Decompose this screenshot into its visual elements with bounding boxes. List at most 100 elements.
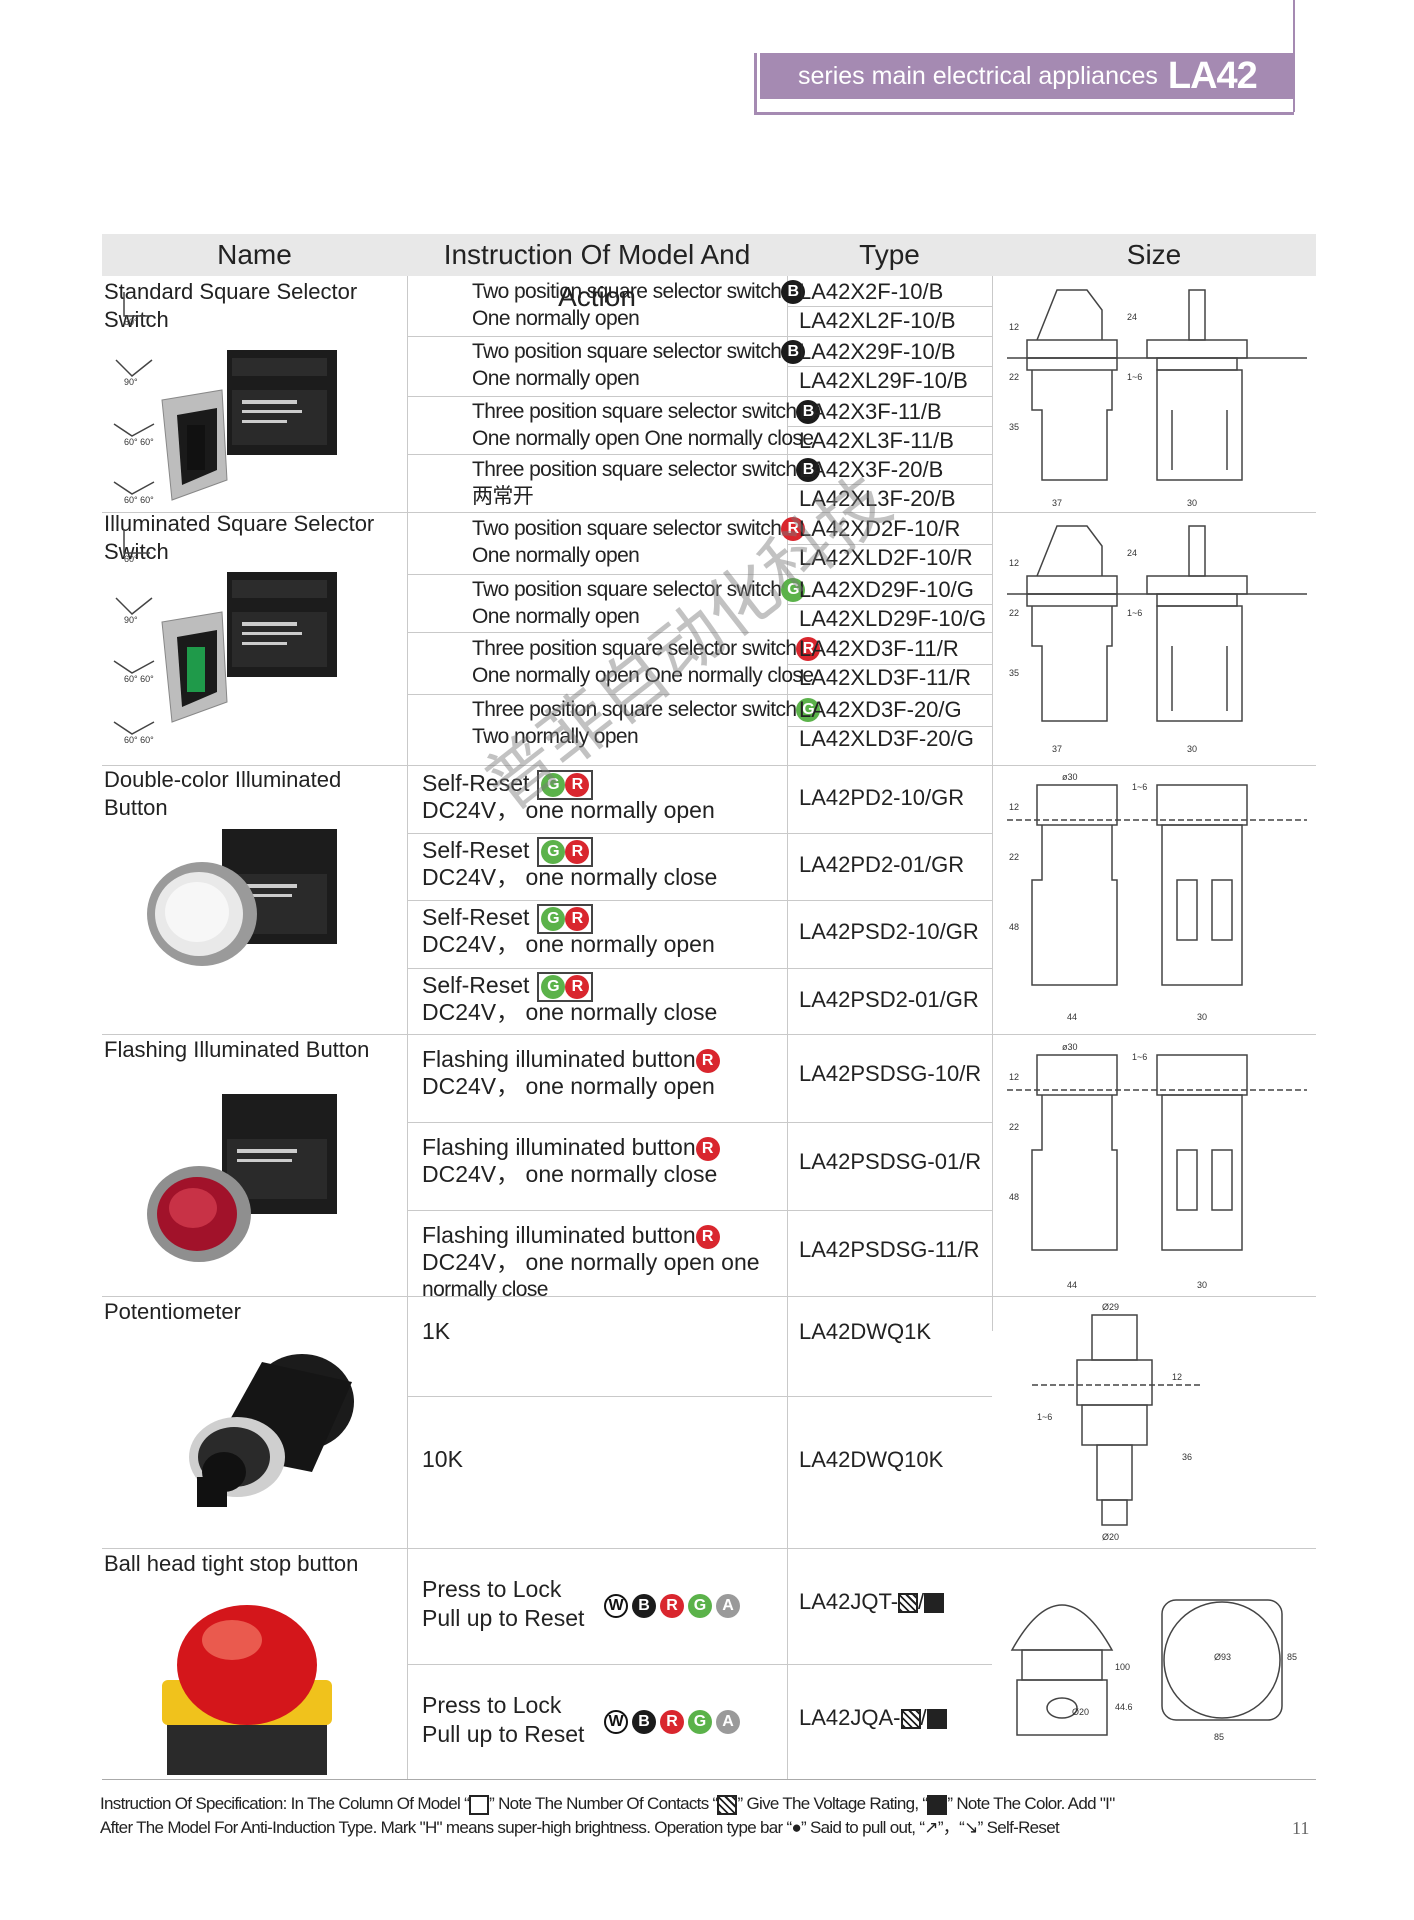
type-code: LA42XD3F-20/G	[799, 697, 962, 722]
dimension-drawing-potentiometer: Ø29 12 1~6 36 Ø20	[1032, 1302, 1202, 1542]
footer-line2b: Said to pull out,	[810, 1818, 916, 1837]
type-code: LA42XD2F-10/R	[799, 516, 961, 541]
header-size: Size	[1126, 239, 1182, 270]
dim-48: 48	[1009, 1192, 1019, 1202]
type-code: LA42XLD3F-11/R	[799, 665, 972, 690]
svg-text:60° 60°: 60° 60°	[124, 674, 154, 683]
action-angle-icon: 60° 60°	[110, 704, 162, 745]
banner-frame	[754, 53, 1294, 115]
badge-a-icon: A	[716, 1710, 740, 1735]
type-divider	[787, 484, 992, 485]
instruction-subline: One normally open	[472, 367, 640, 390]
type-code: LA42JQA-/	[799, 1704, 947, 1732]
instruction-text: Three position square selector switch	[472, 698, 797, 721]
dim-35: 35	[1009, 668, 1019, 678]
instruction-text: Three position square selector switch	[472, 637, 797, 660]
specification-footer: Instruction Of Specification: In The Col…	[100, 1794, 1115, 1837]
type-code: LA42PSD2-01/GR	[799, 987, 979, 1012]
product-image-ball-head-button	[162, 1605, 332, 1775]
row-divider	[407, 454, 992, 455]
instruction-text: 1K	[422, 1318, 451, 1344]
type-divider	[787, 726, 992, 727]
instruction-text: Press to Lock	[422, 1692, 562, 1718]
instruction-subline: DC24V， one normally open	[422, 797, 715, 823]
type-code: LA42XLD2F-10/R	[799, 545, 973, 570]
type-code: LA42XL2F-10/B	[799, 308, 956, 333]
dim-30: 30	[1197, 1280, 1207, 1290]
type-code: LA42XL3F-20/B	[799, 486, 956, 511]
dim-22: 22	[1009, 372, 1019, 382]
badge-g-icon: G	[688, 1710, 712, 1735]
dimension-drawing-double-color: ø30 44 30 48 22 12 1~6	[1007, 772, 1307, 1022]
dim-36: 36	[1182, 1452, 1192, 1462]
instruction-text: Self-Reset	[422, 904, 530, 931]
action-angle-icon: 60° 60°	[110, 643, 162, 684]
svg-text:90°: 90°	[124, 615, 138, 624]
instruction-subline: One normally open One normally close	[472, 427, 814, 450]
instruction-text: Flashing illuminated button	[422, 1134, 696, 1160]
instruction-text: Flashing illuminated button	[422, 1222, 696, 1248]
dim-22: 22	[1009, 852, 1019, 862]
row-divider	[407, 1396, 992, 1397]
group-divider	[102, 1296, 1316, 1297]
instruction-subline: normally close	[422, 1278, 548, 1301]
badge-r-icon: R	[660, 1594, 684, 1619]
badge-g-icon: G	[541, 840, 566, 864]
instruction-text: Press to Lock	[422, 1576, 562, 1602]
col-divider	[787, 276, 788, 1780]
dim-12: 12	[1009, 322, 1019, 332]
instruction-text: Three position square selector switch	[472, 400, 797, 423]
row-divider	[407, 1122, 992, 1123]
voltage-hatched-icon	[900, 1709, 921, 1730]
action-angle-icon: 60°	[110, 523, 162, 564]
group-divider	[102, 1548, 1316, 1549]
row-divider	[407, 900, 992, 901]
dim-37: 37	[1052, 744, 1062, 754]
type-slash: /	[918, 1589, 925, 1614]
row-divider	[407, 336, 992, 337]
row-divider	[407, 1664, 992, 1665]
dimension-drawing-ball-head: Ø93 Ø20 85 85 100 44.6	[1010, 1599, 1297, 1742]
instruction-subline: One normally open	[472, 307, 640, 330]
product-image-double-color-button	[147, 829, 337, 966]
footer-line1a: Instruction Of Specification: In The Col…	[100, 1794, 461, 1813]
banner-subtitle: series main electrical appliances	[798, 61, 1158, 90]
dim-44-6: 44.6	[1115, 1702, 1133, 1712]
color-black-square-icon	[926, 1709, 947, 1730]
type-code: LA42X3F-11/B	[799, 399, 942, 424]
col-divider	[992, 276, 993, 1331]
badge-g-icon: G	[541, 975, 566, 999]
svg-text:60° 60°: 60° 60°	[124, 495, 154, 504]
table-bottom	[102, 1779, 1316, 1780]
dim-30: 30	[1187, 744, 1197, 754]
instruction-subline: One normally open	[472, 544, 640, 567]
type-prefix: LA42JQT-	[799, 1589, 899, 1614]
dim-1-6: 1~6	[1132, 782, 1147, 792]
group-divider	[102, 1034, 1316, 1035]
type-prefix: LA42JQA-	[799, 1705, 901, 1730]
badge-r-icon: R	[660, 1710, 684, 1735]
dim-44: 44	[1067, 1012, 1077, 1022]
group-name-double-color: Double-color Illuminated Button	[104, 767, 342, 820]
dim-37: 37	[1052, 498, 1062, 508]
group-divider	[102, 512, 1316, 513]
badge-b-icon: B	[796, 458, 821, 483]
instruction-subline: One normally open One normally close	[472, 664, 814, 687]
dim-o29: Ø29	[1102, 1302, 1119, 1312]
instruction-subline: DC24V， one normally close	[422, 999, 718, 1025]
dim-100: 100	[1115, 1662, 1130, 1672]
group-name-flashing: Flashing Illuminated Button	[104, 1037, 370, 1062]
footer-line1c: Give The Voltage Rating,	[746, 1794, 919, 1813]
badge-r-icon: R	[695, 1136, 720, 1161]
type-divider	[787, 604, 992, 605]
banner-model: LA42	[1167, 54, 1258, 97]
badge-r-icon: R	[565, 840, 590, 864]
